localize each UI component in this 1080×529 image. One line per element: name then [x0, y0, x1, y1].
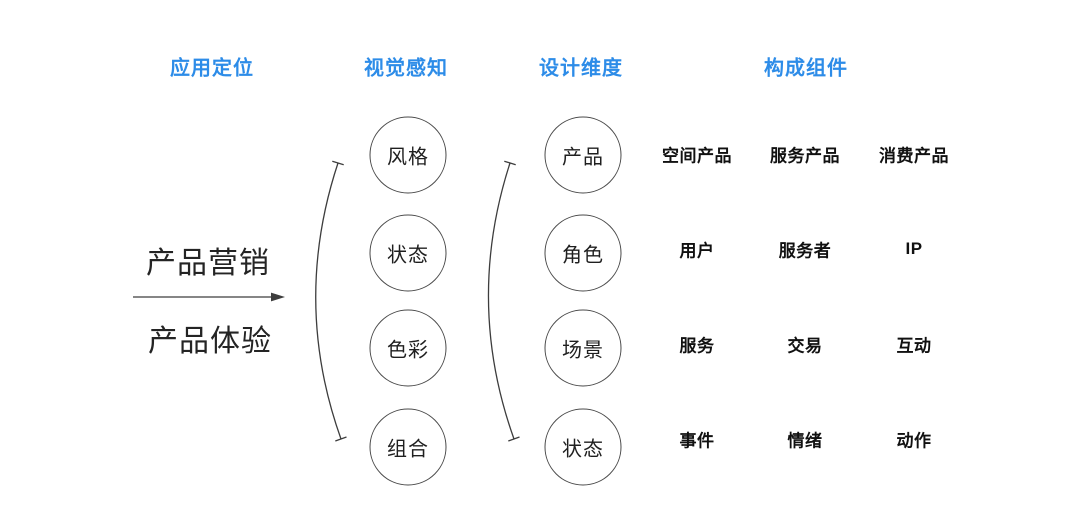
- right-arrow-icon: [133, 292, 285, 302]
- column-header-visual-perception: 视觉感知: [364, 57, 448, 80]
- column-header-components: 构成组件: [764, 57, 848, 80]
- column-header-design-dimension: 设计维度: [539, 57, 623, 80]
- circle-scene: 场景: [544, 309, 622, 387]
- circle-state: 状态: [369, 214, 447, 292]
- component-cell-service: 服务: [679, 336, 715, 356]
- component-cell-action: 动作: [896, 431, 932, 451]
- circle-style-label: 风格: [387, 146, 429, 169]
- circle-role: 角色: [544, 214, 622, 292]
- label-product-experience: 产品体验: [148, 325, 272, 358]
- label-product-marketing: 产品营销: [146, 247, 270, 280]
- visual-perception-bracket: [315, 160, 347, 442]
- circle-combination-label: 组合: [387, 438, 429, 461]
- column-header-application-positioning: 应用定位: [170, 57, 254, 80]
- circle-style: 风格: [369, 116, 447, 194]
- component-cell-ip: IP: [905, 239, 923, 258]
- circle-color: 色彩: [369, 309, 447, 387]
- component-cell-emotion: 情绪: [787, 431, 823, 451]
- circle-product: 产品: [544, 116, 622, 194]
- component-cell-transaction: 交易: [787, 336, 823, 356]
- circle-state-2: 状态: [544, 408, 622, 486]
- circle-color-label: 色彩: [387, 339, 429, 362]
- circle-product-label: 产品: [562, 146, 604, 169]
- component-cell-service-provider: 服务者: [778, 241, 832, 261]
- circle-scene-label: 场景: [562, 339, 604, 362]
- component-cell-event: 事件: [679, 431, 715, 451]
- circle-state-label: 状态: [387, 244, 429, 267]
- component-cell-interaction: 互动: [896, 336, 932, 356]
- component-cell-space-product: 空间产品: [662, 146, 732, 166]
- design-dimension-bracket: [487, 160, 520, 442]
- circle-state-2-label: 状态: [562, 438, 604, 461]
- component-cell-service-product: 服务产品: [770, 146, 840, 166]
- circle-role-label: 角色: [562, 244, 604, 267]
- component-cell-user: 用户: [679, 241, 715, 261]
- circle-combination: 组合: [369, 408, 447, 486]
- component-cell-consumer-product: 消费产品: [879, 146, 949, 166]
